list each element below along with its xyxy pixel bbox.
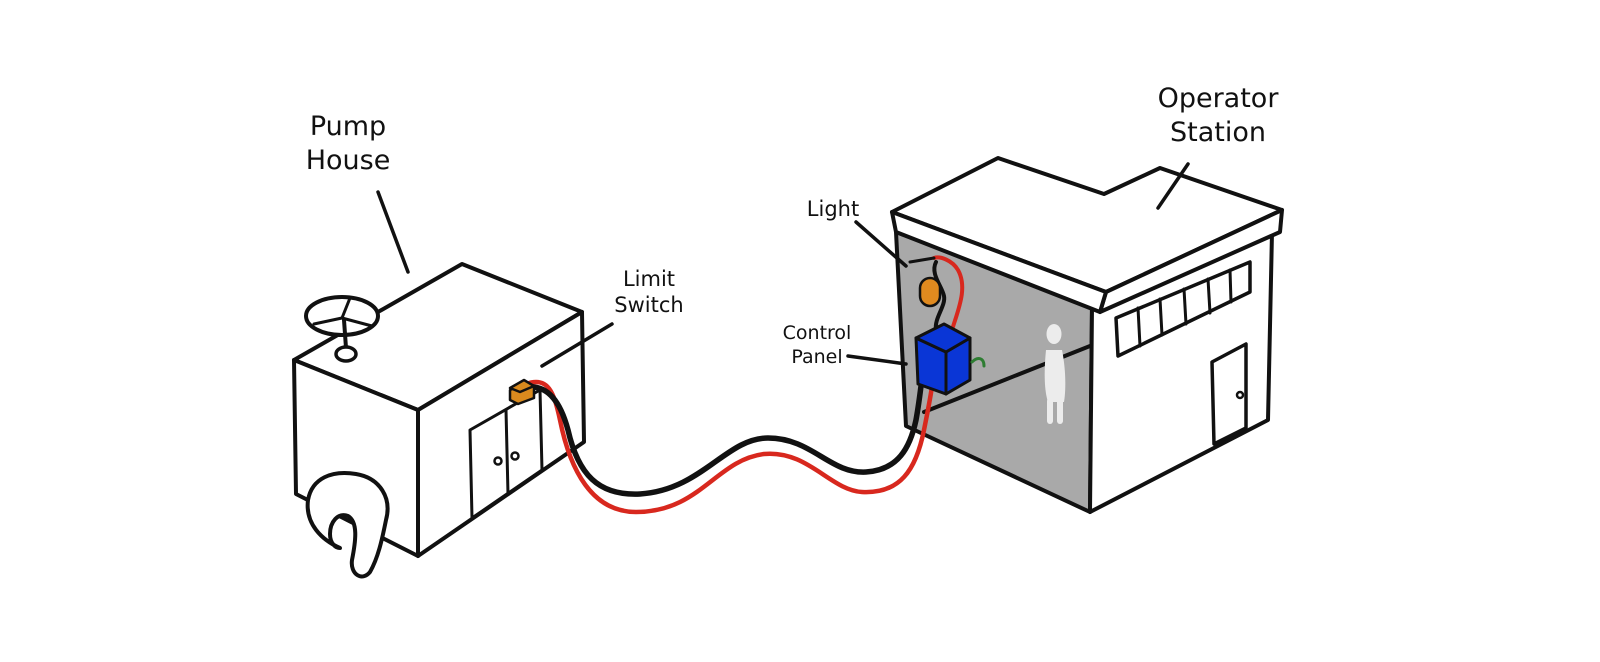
window-divider-2 xyxy=(1158,297,1164,337)
leader-limit-switch xyxy=(540,322,614,368)
valve-base xyxy=(334,345,358,363)
window-divider-5 xyxy=(1228,268,1233,304)
red-wire xyxy=(523,357,937,515)
valve-spoke-2 xyxy=(340,296,352,320)
operator-head xyxy=(1046,324,1062,344)
pump-pipe xyxy=(305,471,390,579)
label-control-panel: Control Panel xyxy=(782,322,852,368)
label-light: Light xyxy=(806,197,860,221)
leader-operator-station xyxy=(1156,162,1190,210)
light-feed-black xyxy=(932,260,947,332)
valve-spoke-1 xyxy=(312,316,344,326)
operator-body xyxy=(1044,350,1066,402)
control-panel-top xyxy=(914,322,972,354)
operator-leg-left xyxy=(1047,398,1053,424)
operator-door-knob xyxy=(1235,390,1245,400)
operator-figure xyxy=(1044,324,1066,424)
light-mount xyxy=(908,256,936,264)
label-pump-house: Pump House xyxy=(305,111,391,176)
green-lead xyxy=(970,357,986,368)
leader-lines xyxy=(376,162,1190,368)
light-bulb xyxy=(918,276,942,308)
pump-house xyxy=(292,262,586,579)
roof-edge-left xyxy=(890,210,1108,314)
black-wire xyxy=(519,357,927,497)
door-knob-right xyxy=(510,451,520,461)
operator-leg-right xyxy=(1057,398,1063,424)
valve-stem xyxy=(342,318,348,350)
pump-house-door-split xyxy=(504,408,510,496)
leader-light xyxy=(854,220,908,268)
control-panel-box xyxy=(914,322,986,396)
warning-light xyxy=(908,256,942,308)
leader-pump-house xyxy=(376,190,410,274)
door-knob-left xyxy=(493,456,503,466)
valve-spoke-3 xyxy=(340,316,374,328)
limit-switch-top xyxy=(508,378,536,394)
window-divider-3 xyxy=(1182,287,1188,326)
window-strip xyxy=(1114,260,1252,358)
label-operator-station: Operator Station xyxy=(1157,83,1279,148)
leader-control-panel xyxy=(846,354,908,366)
label-limit-switch: Limit Switch xyxy=(614,267,684,318)
window-divider-4 xyxy=(1206,277,1212,315)
light-feed-red xyxy=(932,255,965,332)
limit-switch-box xyxy=(508,378,536,406)
cable-run xyxy=(519,255,965,515)
operator-station-door xyxy=(1210,342,1248,446)
window-divider-1 xyxy=(1136,306,1142,348)
